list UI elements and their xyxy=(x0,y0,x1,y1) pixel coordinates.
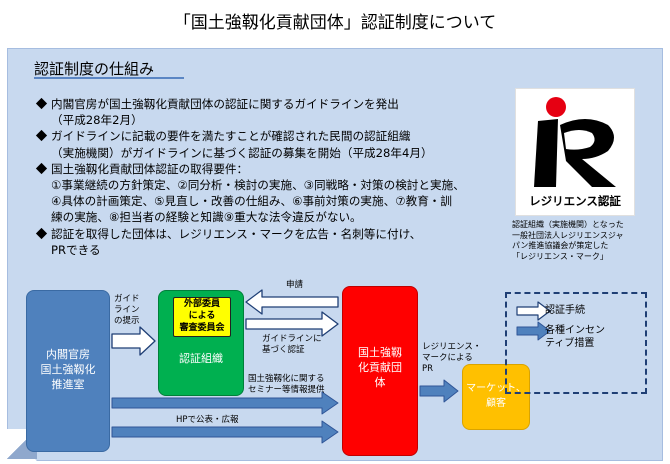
logo-label: レジリエンス認証 xyxy=(529,194,621,208)
seminar-arrow xyxy=(111,391,339,415)
legend-incentive-arrow-icon xyxy=(516,321,551,341)
resilience-group-box: 国土強靱 化貢献団 体 xyxy=(342,286,418,456)
bullet-text: （実施機関）がガイドラインに基づく認証の募集を開始（平成28年4月） xyxy=(51,145,433,160)
guideline-arrow xyxy=(111,326,156,356)
mark-pr-label: レジリエンス・ マークによる PR xyxy=(422,342,482,374)
section-title: 認証制度の仕組み xyxy=(34,60,155,78)
bullet-item: 内閣官房が国土強靱化貢献団体の認証に関するガイドラインを発出 （平成28年2月） xyxy=(35,96,506,128)
page-title: 「国土強靱化貢献団体」認証制度について xyxy=(173,13,497,33)
certification-organization-box: 外部委員 による 審査委員会 認証組織 xyxy=(158,290,244,396)
legend-incentive-label: 各種インセン ティブ措置 xyxy=(545,325,605,349)
bullet-text: 内閣官房が国土強靱化貢献団体の認証に関するガイドラインを発出 xyxy=(51,97,399,111)
seminar-label: 国土強靱化に関する セミナー等情報提供 xyxy=(248,374,325,395)
bullet-text: ④具体の計画策定、⑤見直し・改善の仕組み、⑥事前対策の実施、⑦教育・訓 xyxy=(51,194,452,209)
review-committee-box: 外部委員 による 審査委員会 xyxy=(173,297,231,337)
hp-publicity-label: HPで公表・広報 xyxy=(176,415,239,425)
application-label: 申請 xyxy=(286,280,304,290)
bullet-text: 練の実施、⑧担当者の経験と知識⑨重大な法令違反がない。 xyxy=(51,210,362,225)
section-underline xyxy=(34,77,184,79)
hp-publicity-arrow xyxy=(111,420,339,444)
legend-process-label: 認証手続 xyxy=(545,305,585,316)
guideline-label: ガイド ライン の提示 xyxy=(114,294,140,326)
certification-label: ガイドラインに 基づく認証 xyxy=(262,334,322,355)
bullet-text: ①事業継続の方針策定、②同分析・検討の実施、③同戦略・対策の検討と実施、 xyxy=(51,178,465,193)
bullet-text: PRできる xyxy=(51,242,101,257)
legend: 認証手続 各種インセン ティブ措置 xyxy=(505,292,647,394)
bullet-text: （平成28年2月） xyxy=(51,113,143,128)
application-arrow xyxy=(245,289,339,315)
certification-arrow xyxy=(245,311,339,337)
bullet-text: 認証を取得した団体は、レジリエンス・マークを広告・名刺等に付け、 xyxy=(51,226,422,241)
bullet-item: 認証を取得した団体は、レジリエンス・マークを広告・名刺等に付け、 PRできる xyxy=(35,226,506,258)
resilience-mark-logo: レジリエンス認証 xyxy=(515,88,635,216)
legend-process-arrow-icon xyxy=(516,301,551,321)
market-customers-box: マーケット、 顧客 xyxy=(462,364,530,430)
logo-caption: 認証組織（実施機関）となった 一般社団法人レジリエンスジャ パン推進協議会が策定… xyxy=(512,220,624,261)
mark-pr-arrow xyxy=(419,379,459,403)
bullet-item: 国土強靱化貢献団体認証の取得要件： ①事業継続の方針策定、②同分析・検討の実施、… xyxy=(35,161,506,226)
cabinet-office-box: 内閣官房 国土強靱化 推進室 xyxy=(26,290,110,452)
bullet-list: 内閣官房が国土強靱化貢献団体の認証に関するガイドラインを発出 （平成28年2月）… xyxy=(35,96,506,258)
bullet-item: ガイドラインに記載の要件を満たすことが確認された民間の認証組織 （実施機関）がガ… xyxy=(35,128,506,160)
resilience-mark-icon xyxy=(534,97,616,187)
bullet-text: 国土強靱化貢献団体認証の取得要件： xyxy=(51,161,249,176)
bullet-text: ガイドラインに記載の要件を満たすことが確認された民間の認証組織 xyxy=(51,129,411,144)
